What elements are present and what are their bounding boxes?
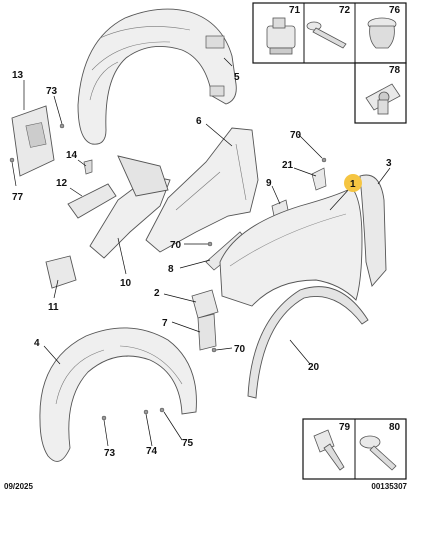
part-labels: 5 13 73 77 14 12 10 11 6 70 21 9 70 8 1 … [12, 5, 401, 459]
push-pin-72-icon [306, 21, 347, 49]
label-part-75: 75 [182, 438, 194, 449]
label-part-73-bottom: 73 [104, 448, 116, 459]
part-11-bracket [45, 255, 77, 289]
part-12-bracket [67, 183, 117, 219]
label-part-73-top: 73 [46, 86, 58, 97]
label-part-8: 8 [168, 264, 174, 275]
part-4-wheel-arch-liner [39, 327, 197, 462]
part-7-bracket [197, 313, 217, 351]
part-6-side-member [145, 127, 259, 253]
clip-71-icon [266, 17, 296, 55]
screw-80-icon [359, 435, 397, 471]
fastener-73-top-icon [59, 123, 65, 129]
label-part-1: 1 [350, 179, 356, 190]
fastener-74-icon [143, 409, 149, 415]
label-part-6: 6 [196, 116, 202, 127]
clip-76-icon [367, 17, 397, 49]
label-part-20: 20 [308, 362, 320, 373]
fastener-70-c-icon [211, 347, 217, 353]
label-part-71: 71 [289, 5, 301, 16]
label-part-70-c: 70 [234, 344, 246, 355]
highlight-marker [344, 174, 362, 192]
diagram-reference: 00135307 [371, 482, 407, 491]
label-part-9: 9 [266, 178, 272, 189]
label-part-2: 2 [154, 288, 160, 299]
label-part-80: 80 [389, 422, 401, 433]
fastener-70-b-icon [207, 241, 213, 247]
part-13-plate [11, 105, 55, 177]
fastener-77-icon [9, 157, 15, 163]
fastener-78-icon [365, 83, 401, 115]
label-part-74: 74 [146, 446, 158, 457]
part-1-front-wing [219, 187, 363, 307]
part-3-seal [359, 174, 387, 287]
label-part-77: 77 [12, 192, 24, 203]
leader-lines [11, 57, 391, 447]
label-part-10: 10 [120, 278, 132, 289]
fastener-75-icon [159, 407, 165, 413]
bolt-79-icon [313, 429, 345, 471]
label-part-79: 79 [339, 422, 351, 433]
label-part-5: 5 [234, 72, 240, 83]
part-2-bracket [191, 289, 219, 319]
diagram-date: 09/2025 [4, 482, 33, 491]
part-21-panel [311, 167, 327, 191]
label-part-70-b: 70 [170, 240, 182, 251]
label-part-70-a: 70 [290, 130, 302, 141]
label-part-12: 12 [56, 178, 68, 189]
fastener-73-bottom-icon [101, 415, 107, 421]
label-part-14: 14 [66, 150, 78, 161]
label-part-78: 78 [389, 65, 401, 76]
label-part-72: 72 [339, 5, 351, 16]
label-part-21: 21 [282, 160, 294, 171]
label-part-7: 7 [162, 318, 168, 329]
label-part-76: 76 [389, 5, 401, 16]
label-part-3: 3 [386, 158, 392, 169]
fastener-70-a-icon [321, 157, 327, 163]
label-part-13: 13 [12, 70, 24, 81]
part-5-inner-liner [77, 8, 237, 145]
label-part-4: 4 [34, 338, 40, 349]
part-20-arch-trim [247, 286, 369, 399]
part-14-clip [83, 159, 93, 175]
part-10-rail [89, 155, 171, 259]
label-part-11: 11 [48, 302, 59, 313]
